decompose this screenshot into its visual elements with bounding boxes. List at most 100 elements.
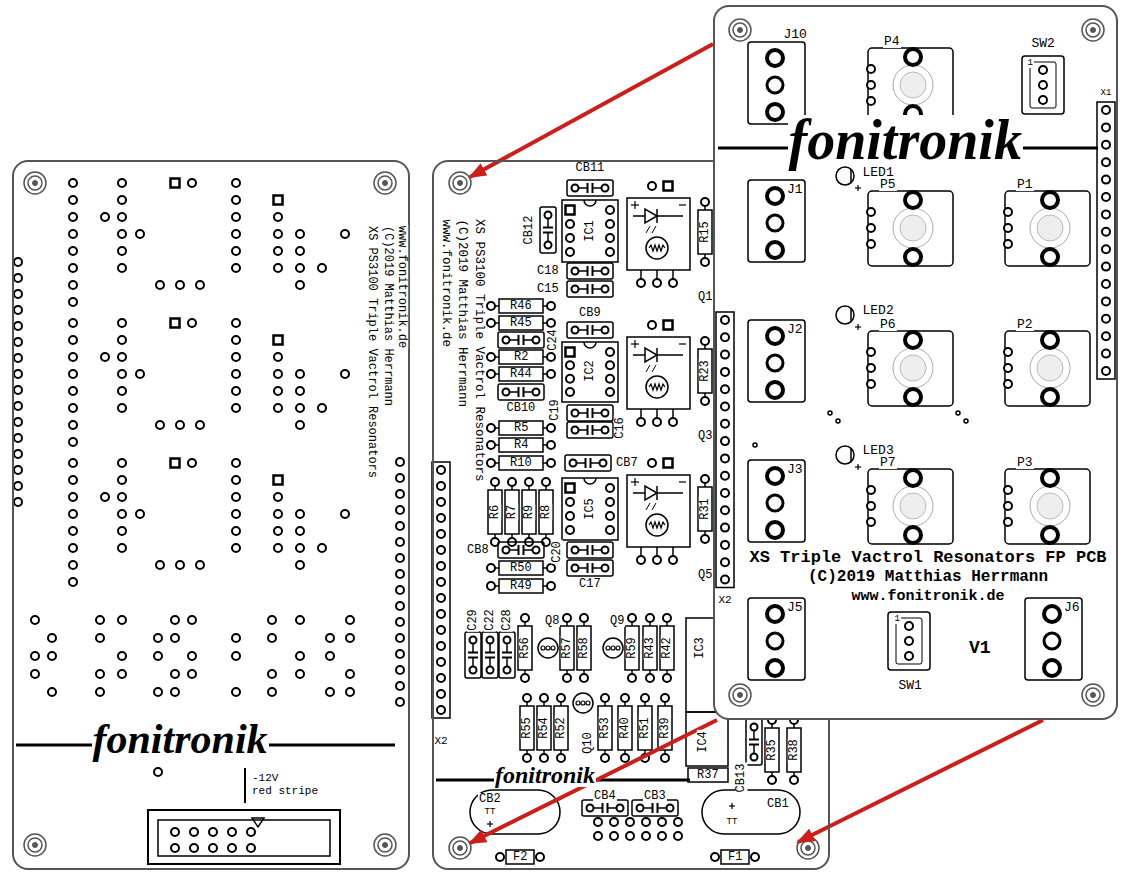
pad-hole	[721, 506, 729, 514]
pad-hole	[156, 421, 164, 429]
pad-hole	[396, 490, 404, 498]
pad-hole	[396, 554, 404, 562]
pad-hole	[508, 478, 516, 486]
pad-hole	[171, 828, 179, 836]
pad-hole	[274, 527, 282, 535]
part-label: P5	[879, 178, 897, 191]
potentiometer-outline	[868, 48, 953, 123]
pad-hole	[274, 510, 282, 518]
pad-hole	[721, 524, 729, 532]
square-pad	[274, 196, 283, 205]
pad-hole	[48, 634, 56, 642]
part-label: R59	[626, 636, 638, 660]
pad-hole	[296, 652, 304, 660]
pad-hole	[551, 646, 555, 650]
part-label: P7	[879, 456, 897, 469]
capacitor-plate	[590, 458, 592, 468]
pad-hole	[118, 179, 126, 187]
part-label: C18	[536, 265, 560, 277]
pad-hole	[721, 558, 729, 566]
pad-hole	[296, 544, 304, 552]
capacitor-plate	[592, 425, 594, 435]
led-flat	[850, 448, 852, 462]
pad-hole	[611, 646, 615, 650]
pad-hole	[566, 234, 574, 242]
pad-hole	[751, 754, 758, 761]
mounting-hole	[374, 172, 396, 194]
pad-hole	[637, 279, 645, 287]
pad-hole	[101, 213, 109, 221]
capacitor-symbol	[567, 422, 613, 438]
ic-outline	[562, 342, 618, 402]
capacitor-lead	[591, 462, 600, 464]
resistor-symbol	[560, 626, 574, 670]
capacitor-lead	[506, 658, 508, 667]
square-pad	[171, 319, 180, 328]
capacitor-lead	[547, 219, 549, 228]
potentiometer-outline	[1005, 331, 1090, 406]
pad-hole	[1102, 263, 1110, 271]
pad-hole	[118, 336, 126, 344]
pad-hole	[533, 337, 540, 344]
pad-hole	[437, 626, 445, 634]
potentiometer-shaft	[900, 355, 926, 381]
pad-hole	[14, 466, 22, 474]
pad-hole	[721, 316, 729, 324]
capacitor-plate	[592, 545, 594, 555]
pad-hole	[296, 404, 304, 412]
pad-hole	[867, 486, 875, 494]
mounting-hole	[458, 846, 463, 851]
pad-hole	[232, 336, 240, 344]
potentiometer-shaft	[1037, 215, 1063, 241]
resistor-symbol	[499, 299, 543, 313]
pad-hole	[701, 535, 709, 543]
pad-hole	[190, 844, 198, 852]
capacitor-plate	[602, 803, 604, 813]
pad-hole	[867, 518, 875, 526]
pad-hole	[437, 594, 445, 602]
pad-hole	[14, 402, 22, 410]
part-label: P3	[1016, 456, 1034, 469]
part-label: C16	[614, 416, 626, 440]
pad-hole	[648, 182, 656, 190]
header-outline	[432, 462, 450, 718]
pad-hole	[648, 321, 656, 329]
pad-hole	[14, 354, 22, 362]
pad-hole	[545, 242, 552, 249]
jack-pad	[1044, 606, 1060, 622]
capacitor-lead	[510, 549, 519, 551]
part-label: Q1	[697, 291, 713, 303]
pad-hole	[1102, 315, 1110, 323]
pad-hole	[188, 670, 196, 678]
pad-hole	[232, 493, 240, 501]
pad-hole	[232, 404, 240, 412]
pad-hole	[566, 526, 574, 534]
pad-hole	[69, 527, 77, 535]
mounting-hole	[738, 28, 743, 33]
potentiometer-outline	[868, 469, 953, 544]
square-pad	[566, 206, 575, 215]
mounting-hole	[378, 176, 392, 190]
pad-hole	[547, 302, 555, 310]
pad-hole	[154, 634, 162, 642]
resistor-symbol	[520, 706, 534, 750]
part-label: R56	[519, 636, 531, 660]
pad-hole	[572, 268, 579, 275]
pad-hole	[641, 694, 649, 702]
pad-hole	[667, 805, 674, 812]
pad-hole	[653, 418, 661, 426]
potentiometer-body	[1030, 208, 1070, 248]
pad-hole	[701, 475, 709, 483]
pad-hole	[572, 286, 579, 293]
capacitor-lead	[579, 187, 588, 189]
pad-hole	[566, 220, 574, 228]
potentiometer-outline	[868, 191, 953, 266]
pad-hole	[610, 832, 618, 840]
pad-hole	[586, 701, 590, 705]
part-label: R35	[766, 738, 778, 762]
pad-hole	[606, 484, 614, 492]
pad-hole	[274, 213, 282, 221]
part-label: R45	[509, 317, 533, 329]
pad-hole	[196, 561, 204, 569]
pad-hole	[637, 556, 645, 564]
